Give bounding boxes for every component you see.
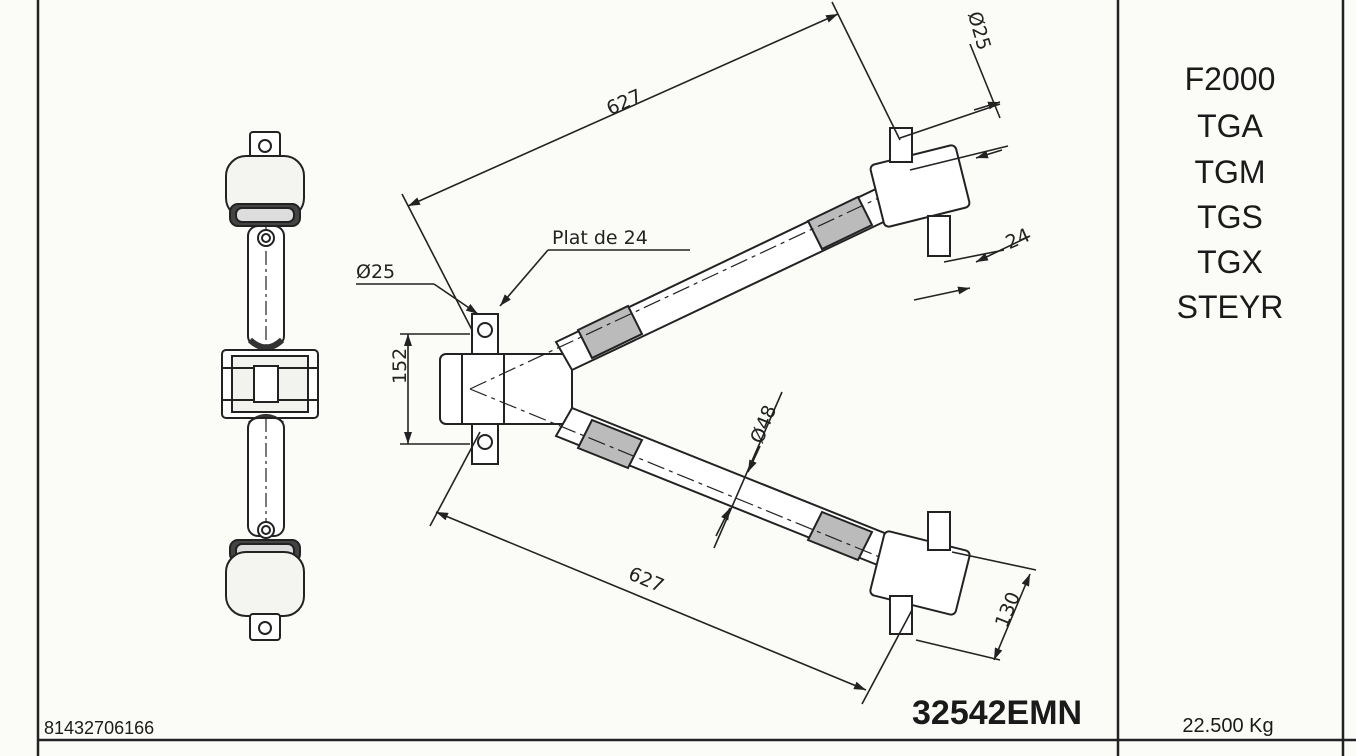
dimension-lines [356, 1, 1037, 705]
model-list: F2000 TGA TGM TGS TGX STEYR [1177, 61, 1284, 325]
side-view [221, 131, 319, 641]
dim-upper-627: 627 [603, 85, 645, 120]
dim-end-flat: 24 [1002, 224, 1033, 254]
model-item: TGS [1197, 199, 1263, 235]
weight-label: 22.500 Kg [1182, 715, 1273, 737]
reference-number: 81432706166 [44, 718, 154, 738]
model-item: STEYR [1177, 289, 1284, 325]
dim-end-diameter: Ø25 [963, 9, 995, 53]
dim-end-height: 130 [991, 589, 1025, 631]
model-item: TGM [1194, 154, 1265, 190]
sheet-frame [36, 0, 1356, 756]
model-item: F2000 [1185, 61, 1276, 97]
model-item: TGA [1197, 108, 1263, 144]
v-rod-plan-view [439, 127, 971, 635]
dim-apex-diameter: Ø25 [356, 261, 395, 283]
part-number: 32542EMN [912, 694, 1082, 732]
dim-apex-flat-note: Plat de 24 [552, 227, 648, 249]
model-item: TGX [1197, 244, 1263, 280]
dim-tube-diameter: Ø48 [746, 402, 781, 447]
dim-apex-height: 152 [389, 348, 411, 384]
